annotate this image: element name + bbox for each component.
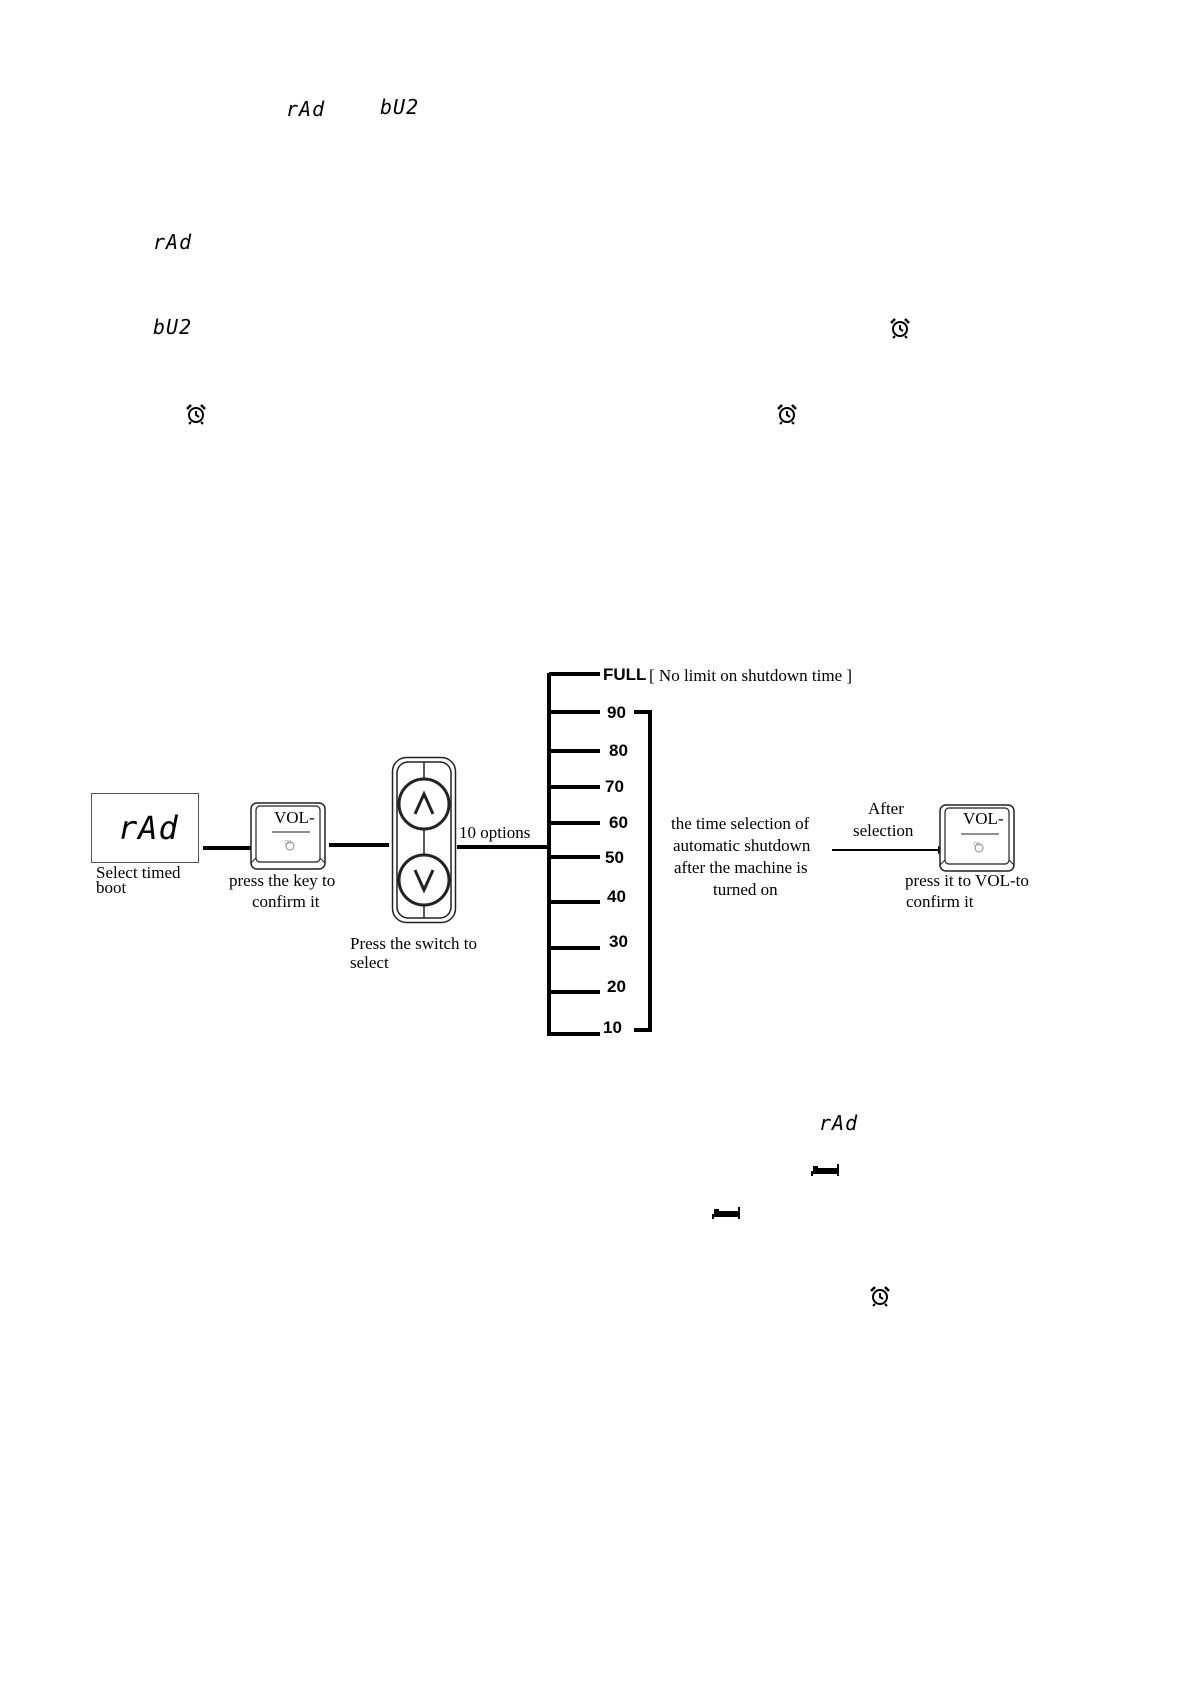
rad-code-left: rAd	[153, 230, 193, 254]
scale-label-20: 20	[607, 977, 626, 996]
bracket-caption-line-1: the time selection of	[671, 814, 810, 833]
bracket-caption-line-3: after the machine is	[674, 858, 808, 877]
rad-code-lower: rAd	[819, 1111, 859, 1135]
alarm-clock-icon	[777, 404, 797, 425]
alarm-clock-icon	[870, 1286, 890, 1307]
scale-label-60: 60	[609, 813, 628, 832]
after-caption-line-1: After	[868, 799, 904, 818]
scale-label-10: 10	[603, 1018, 622, 1037]
sleep-bed-icon	[811, 1164, 839, 1176]
vol-minus-key-final-label: VOL-	[963, 809, 1004, 828]
confirm-caption-line-2: confirm it	[252, 892, 320, 911]
scale-label-70: 70	[605, 777, 624, 796]
svg-text:OK: OK	[973, 842, 981, 848]
sleep-bed-icon	[712, 1207, 740, 1219]
options-label: 10 options	[459, 823, 531, 842]
scale-label-80: 80	[609, 741, 628, 760]
scale-label-full: FULL	[603, 665, 647, 684]
confirm-caption-line-1: press the key to	[229, 871, 336, 890]
rad-code-top: rAd	[286, 97, 326, 121]
vol-minus-key[interactable]: OK	[250, 802, 326, 870]
final-caption-line-2: confirm it	[906, 892, 974, 911]
lcd-display-code: rAd	[118, 809, 179, 847]
alarm-clock-icon	[890, 318, 910, 339]
buz-code-left: bU2	[153, 315, 193, 339]
scale-label-90: 90	[607, 703, 626, 722]
switch-caption-line-2: select	[350, 953, 389, 972]
full-note: [ No limit on shutdown time ]	[649, 666, 853, 685]
up-down-switch[interactable]	[391, 756, 457, 924]
svg-text:OK: OK	[284, 840, 292, 846]
vol-minus-key-final[interactable]: OK	[939, 804, 1015, 872]
bracket-caption-line-4: turned on	[713, 880, 778, 899]
vol-minus-key-label: VOL-	[274, 808, 315, 827]
scale-label-30: 30	[609, 932, 628, 951]
final-caption-line-1: press it to VOL-to	[905, 871, 1029, 890]
scale-label-40: 40	[607, 887, 626, 906]
display-caption-line-1: Select timed	[96, 863, 181, 882]
lcd-display: rAd	[91, 793, 199, 863]
display-caption-line-2: boot	[96, 878, 127, 897]
scale-label-50: 50	[605, 848, 624, 867]
buz-code-top: bU2	[380, 95, 420, 119]
alarm-clock-icon	[186, 404, 206, 425]
bracket-caption-line-2: automatic shutdown	[673, 836, 811, 855]
switch-caption-line-1: Press the switch to	[350, 934, 478, 953]
after-caption-line-2: selection	[853, 821, 914, 840]
